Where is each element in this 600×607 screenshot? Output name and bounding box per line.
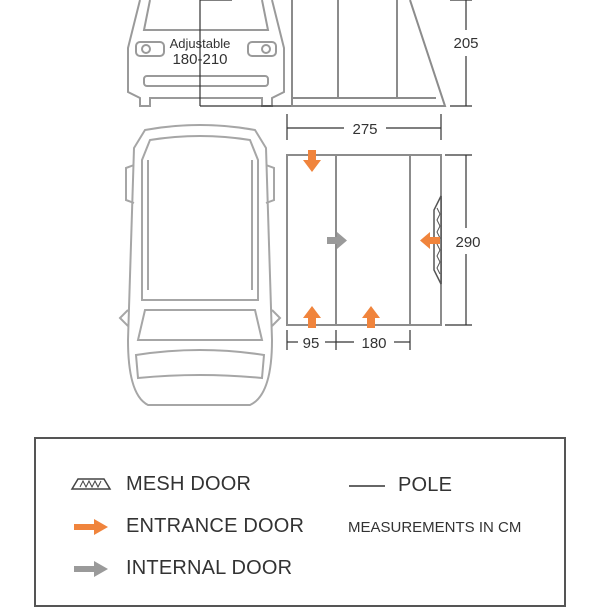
adjustable-label: Adjustable — [170, 36, 231, 51]
entrance-arrow-icon — [70, 517, 112, 537]
mesh-door-icon — [70, 475, 112, 495]
van-front-view — [127, 0, 285, 107]
awning-side-view — [291, 0, 447, 107]
bottom-right-label: 180 — [361, 335, 386, 352]
entrance-arrow-bottom-middle — [362, 306, 380, 328]
van-top-view — [118, 124, 282, 406]
entrance-arrow-top — [303, 150, 321, 172]
pole-label: POLE — [398, 474, 453, 496]
width-label: 275 — [352, 121, 377, 138]
entrance-arrow-bottom-left — [303, 306, 321, 328]
adjustable-height-lines — [199, 0, 292, 107]
bottom-dimension — [286, 330, 411, 350]
legend-pole: POLE — [348, 474, 452, 497]
legend-entrance-door: ENTRANCE DOOR — [70, 515, 304, 538]
internal-arrow-icon — [70, 559, 112, 579]
legend-units: MEASUREMENTS IN CM — [348, 519, 521, 536]
height-label: 205 — [453, 35, 478, 52]
entrance-door-label: ENTRANCE DOOR — [126, 515, 305, 537]
width-dimension — [286, 114, 442, 140]
depth-label: 290 — [455, 234, 480, 251]
units-note: MEASUREMENTS IN CM — [348, 519, 522, 536]
awning-top-view — [286, 154, 442, 326]
floor-plan-diagram: Adjustable 180-210 205 275 — [118, 0, 481, 406]
adjustable-value: 180-210 — [172, 51, 227, 68]
entrance-arrow-side — [420, 232, 440, 249]
legend-internal-door: INTERNAL DOOR — [70, 557, 292, 580]
legend-box: MESH DOOR ENTRANCE DOOR INTERNAL DOOR PO… — [34, 437, 566, 607]
internal-door-arrow — [327, 232, 347, 249]
pole-line-icon — [348, 476, 386, 496]
bottom-left-label: 95 — [303, 335, 320, 352]
internal-door-label: INTERNAL DOOR — [126, 557, 293, 579]
mesh-door-label: MESH DOOR — [126, 473, 252, 495]
height-dimension — [450, 0, 472, 107]
depth-dimension — [445, 154, 472, 326]
legend-mesh-door: MESH DOOR — [70, 473, 251, 496]
